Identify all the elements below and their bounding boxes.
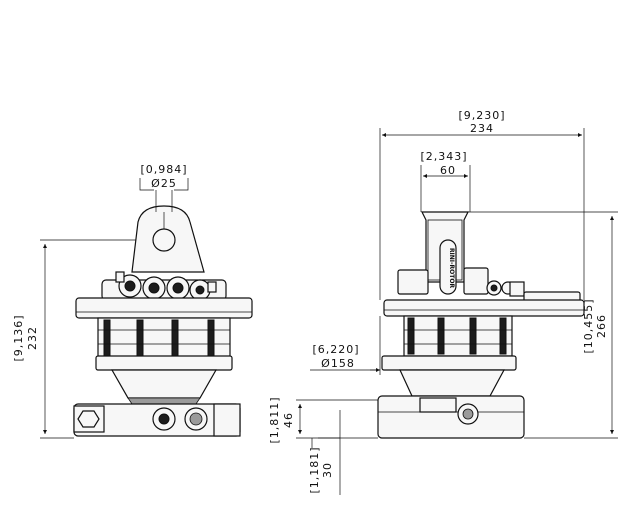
left-height-inch: [9,136]	[12, 314, 25, 361]
shaft-inch: [2,343]	[420, 150, 467, 163]
side-top-flange	[383, 299, 585, 317]
base-height-inch: [1,811]	[268, 396, 281, 443]
side-base	[377, 395, 525, 439]
offset-inch: [1,181]	[308, 446, 321, 493]
flange-mm: Ø158	[321, 357, 355, 370]
width-inch: [9,230]	[458, 109, 505, 122]
width-mm: 234	[470, 122, 494, 135]
bolt-columns	[97, 317, 231, 359]
front-view: [9,136] 232 [0,984] Ø25	[12, 163, 253, 439]
flange-inch: [6,220]	[312, 343, 359, 356]
brand-plate	[439, 239, 457, 295]
side-view: [9,230] 234 [2,343] 60 RINI-ROTOR	[268, 109, 618, 495]
base-height-mm: 46	[282, 412, 295, 428]
offset-mm: 30	[321, 462, 334, 478]
bottom-shackle	[73, 403, 241, 437]
top-flange	[75, 297, 253, 319]
eye-diameter-mm: Ø25	[151, 177, 177, 190]
cone-body	[110, 369, 218, 399]
brand-label: RINI-ROTOR	[448, 248, 455, 289]
shaft-mm: 60	[440, 164, 456, 177]
right-height-inch: [10,455]	[582, 298, 595, 353]
right-height-mm: 266	[595, 314, 608, 338]
hydraulic-fittings	[101, 271, 227, 301]
side-bolt-columns	[403, 315, 513, 357]
eye-diameter-inch: [0,984]	[140, 163, 187, 176]
left-height-mm: 232	[26, 326, 39, 350]
